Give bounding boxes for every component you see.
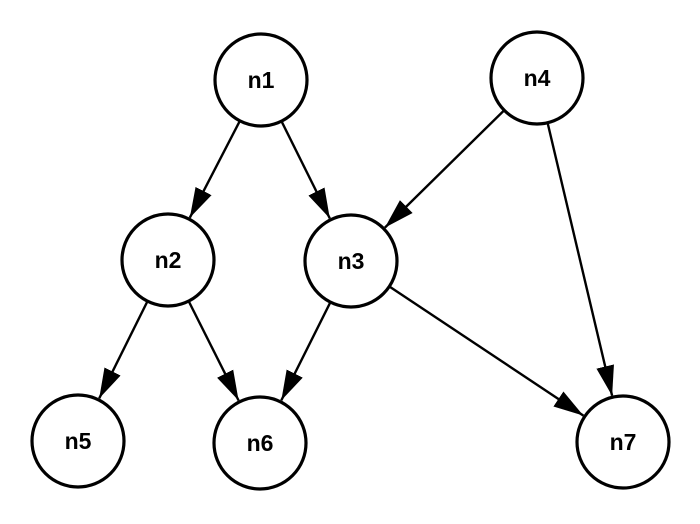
- node-label-n5: n5: [65, 428, 92, 454]
- node-label-n7: n7: [610, 429, 637, 455]
- edge-n4-n7: [535, 77, 614, 396]
- node-circle-n7: [575, 394, 671, 490]
- node-label-n2: n2: [155, 247, 182, 273]
- node-circle-n5: [30, 393, 126, 489]
- node-n1: n1: [213, 32, 309, 128]
- node-label-n6: n6: [247, 430, 274, 456]
- node-circle-n3: [303, 213, 399, 309]
- node-n7: n7: [575, 394, 671, 490]
- node-n4: n4: [489, 30, 585, 126]
- nodes-layer: n1 n2 n3 n4 n5 n6 n7: [30, 30, 671, 491]
- node-n2: n2: [120, 212, 216, 308]
- node-circle-n4: [489, 30, 585, 126]
- node-label-n1: n1: [248, 67, 275, 93]
- node-label-n4: n4: [524, 65, 551, 91]
- node-circle-n2: [120, 212, 216, 308]
- node-label-n3: n3: [338, 248, 365, 274]
- node-circle-n6: [212, 395, 308, 491]
- node-circle-n1: [213, 32, 309, 128]
- node-n3: n3: [303, 213, 399, 309]
- node-n5: n5: [30, 393, 126, 489]
- node-n6: n6: [212, 395, 308, 491]
